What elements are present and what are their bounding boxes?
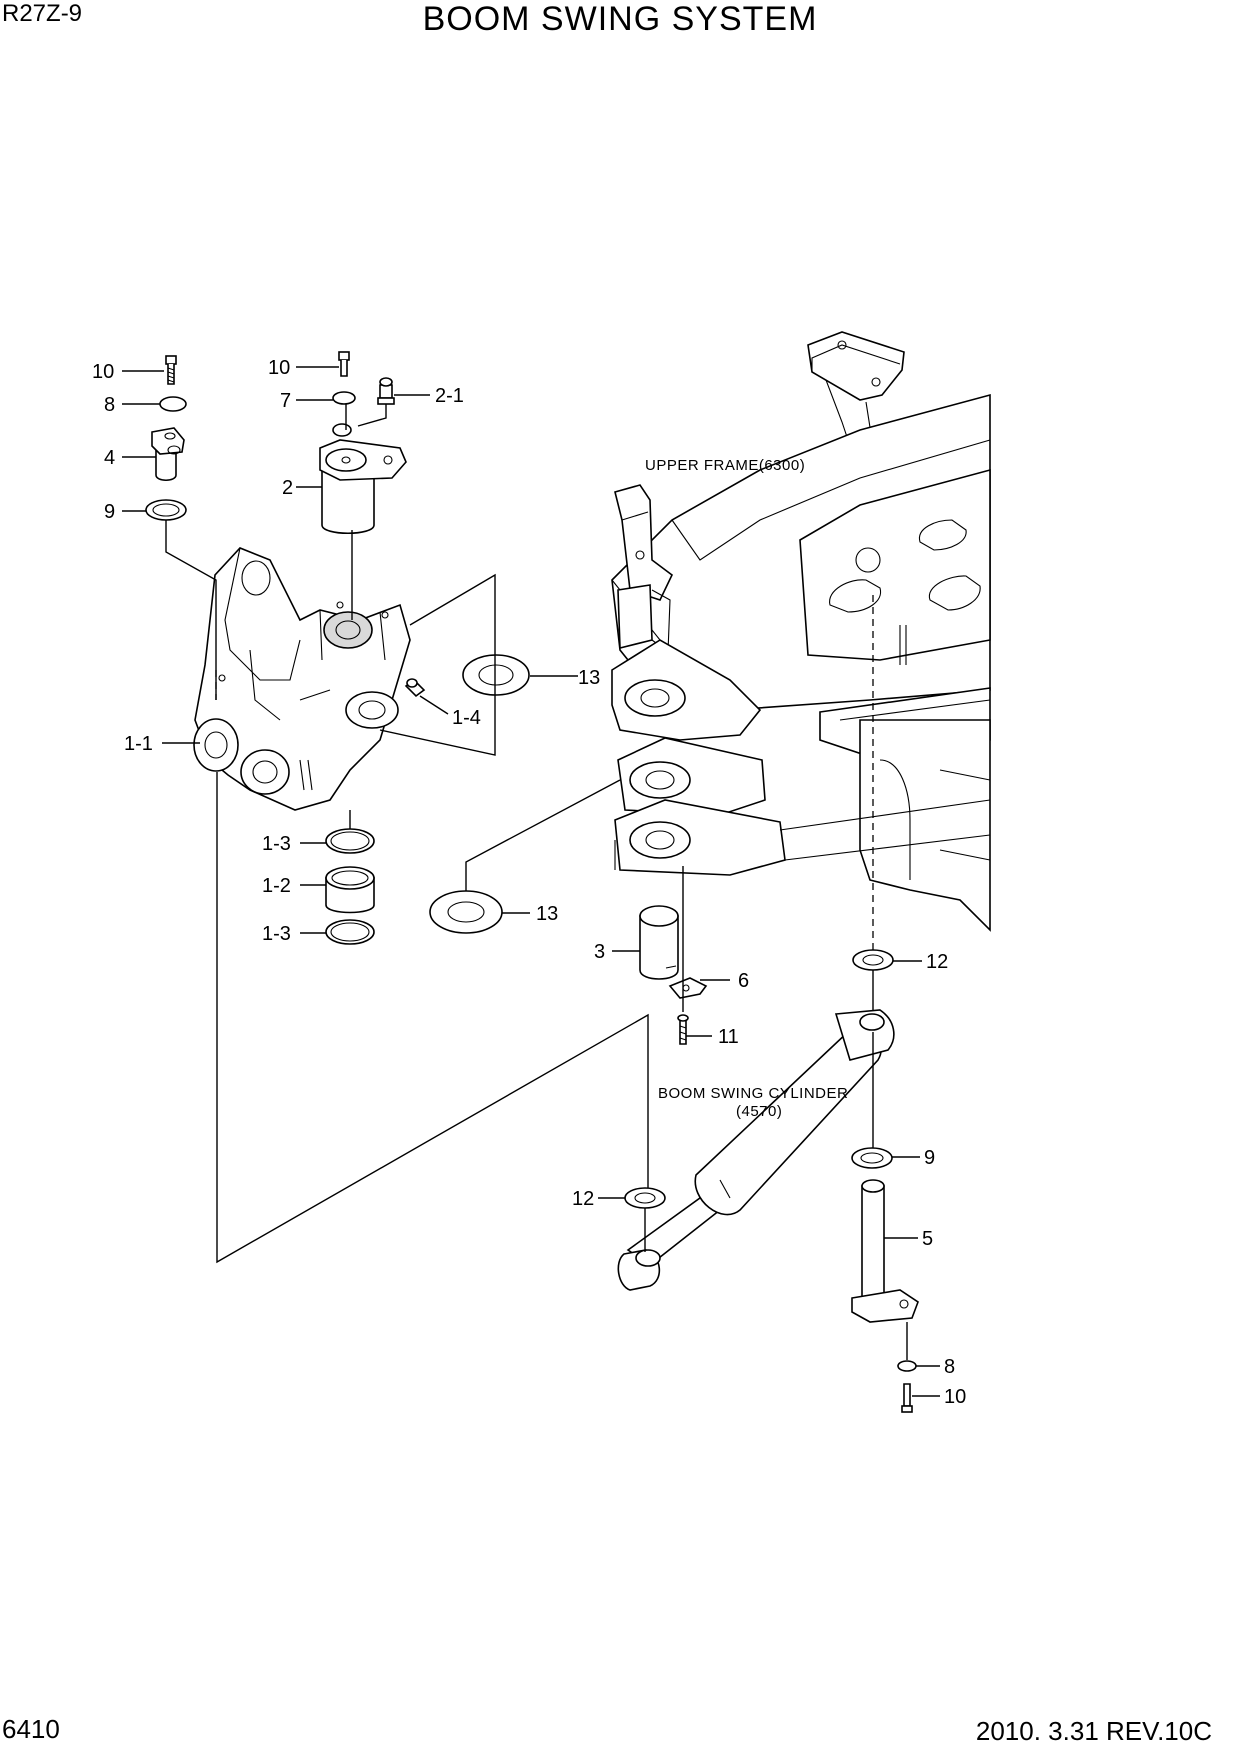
assembly-lines (165, 404, 908, 1360)
callout-label: 13 (578, 667, 600, 689)
washer-8-top-left (159, 396, 187, 412)
washer-13-upper (462, 654, 530, 696)
callout-label: 12 (572, 1188, 594, 1210)
bolt-11 (677, 1014, 689, 1045)
washer-7 (332, 391, 356, 405)
callout-label: 10 (92, 361, 114, 383)
leader-lines (122, 366, 940, 1397)
callout-label: 2-1 (435, 385, 464, 407)
boom-swing-cylinder (617, 1009, 895, 1291)
bolt-10-bottom (901, 1383, 913, 1413)
callout-label: 1-3 (262, 923, 291, 945)
shim-12-right (852, 949, 894, 971)
callout-label: 5 (922, 1228, 933, 1250)
note-cylinder-number: (4570) (736, 1103, 782, 1120)
callout-label: 10 (268, 357, 290, 379)
callout-label: 1-4 (452, 707, 481, 729)
callout-label: 1-3 (262, 833, 291, 855)
callout-label: 10 (944, 1386, 966, 1408)
ring-1-3-upper (325, 828, 375, 854)
callout-label: 7 (280, 390, 291, 412)
revision-date: 2010. 3.31 REV.10C (975, 1716, 1212, 1746)
callout-label: 8 (104, 394, 115, 416)
pin-3 (639, 905, 679, 980)
callout-label: 9 (924, 1147, 935, 1169)
callout-label: 3 (594, 941, 605, 963)
callout-label: 8 (944, 1356, 955, 1378)
callout-label: 9 (104, 501, 115, 523)
washer-8-bottom (897, 1360, 917, 1372)
callout-label: 1-2 (262, 875, 291, 897)
upper-frame (611, 331, 991, 932)
page-number: 6410 (2, 1714, 60, 1744)
page-title: BOOM SWING SYSTEM (422, 0, 818, 38)
pin-4 (151, 427, 185, 482)
ring-9-right (851, 1147, 893, 1169)
plate-6 (668, 977, 708, 999)
shim-12-left (624, 1187, 666, 1209)
callout-label: 13 (536, 903, 558, 925)
washer-13-lower (429, 890, 503, 934)
callout-label: 4 (104, 447, 115, 469)
ring-9-left (145, 499, 187, 521)
grease-nipple-2-1 (377, 377, 395, 405)
swing-bracket-1-1 (193, 547, 411, 811)
callout-label: 11 (718, 1026, 739, 1048)
ring-1-3-lower (325, 919, 375, 945)
callout-label: 6 (738, 970, 749, 992)
note-cylinder-name: BOOM SWING CYLINDER (658, 1085, 848, 1102)
pin-2 (319, 423, 407, 534)
bushing-1-2 (325, 866, 375, 914)
callout-label: 12 (926, 951, 948, 973)
grease-nipple-1-4 (404, 678, 426, 698)
bolt-10-top-left (165, 355, 177, 385)
model-number: R27Z-9 (2, 0, 83, 27)
callout-label: 1-1 (124, 733, 153, 755)
note-upper-frame: UPPER FRAME(6300) (645, 457, 805, 474)
pin-5 (851, 1179, 919, 1323)
callout-label: 2 (282, 477, 293, 499)
bolt-10-top-mid (338, 351, 350, 377)
